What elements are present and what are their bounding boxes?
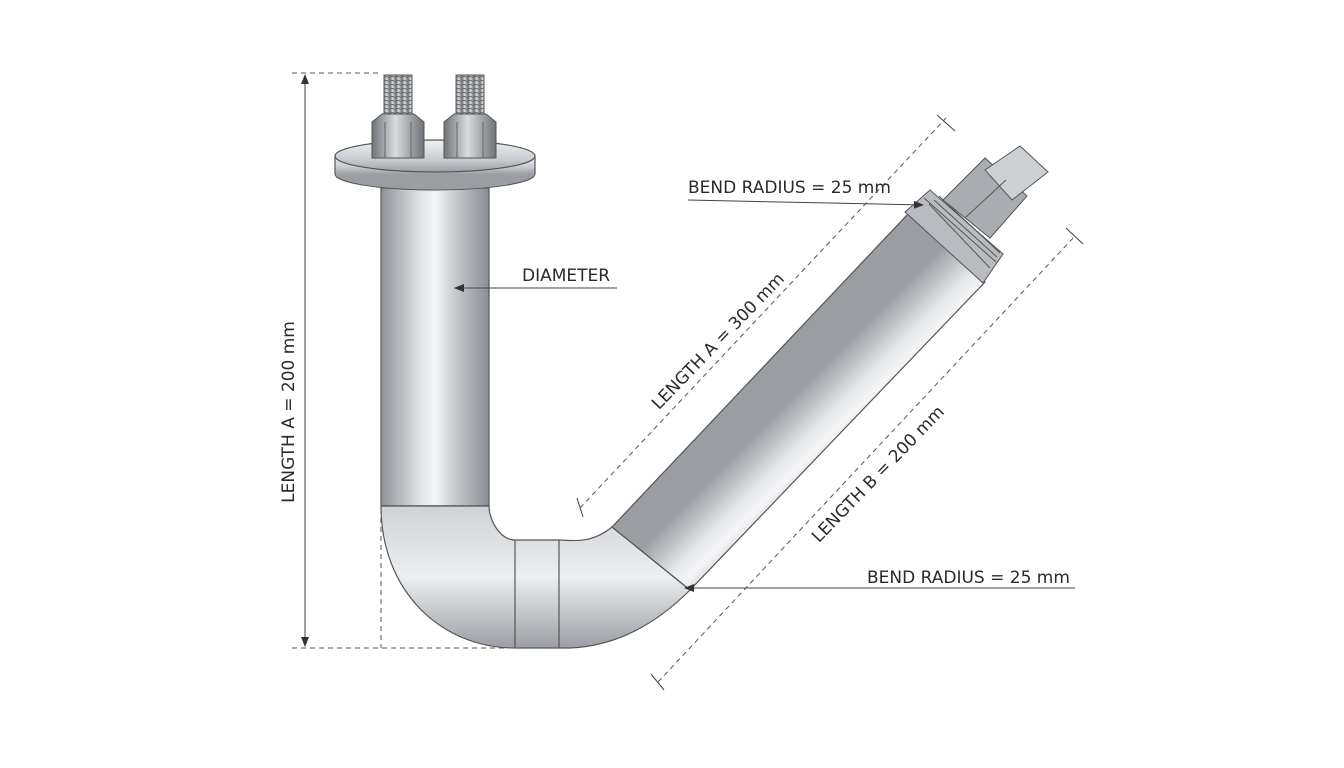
elbow-body xyxy=(380,505,691,649)
top-flange xyxy=(334,139,536,191)
bolt-right xyxy=(443,74,497,159)
diameter-label: DIAMETER xyxy=(522,266,610,286)
pipe-elbow xyxy=(380,505,691,649)
bend-radius-bottom-callout: BEND RADIUS = 25 mm xyxy=(684,568,1075,592)
bend-radius-bottom-label: BEND RADIUS = 25 mm xyxy=(867,568,1070,588)
threaded-ring xyxy=(904,189,1004,284)
diameter-callout: DIAMETER xyxy=(454,266,617,292)
bend-radius-top-callout: BEND RADIUS = 25 mm xyxy=(687,178,924,209)
end-fitting-hex xyxy=(984,145,1049,201)
length-a-vertical-label: LENGTH A = 200 mm xyxy=(279,321,299,503)
bend-radius-top-label: BEND RADIUS = 25 mm xyxy=(688,178,891,198)
pipe-diagonal-segment xyxy=(611,145,1049,591)
bolt-left xyxy=(371,74,425,159)
pipe-vertical-segment xyxy=(380,187,490,507)
vertical-length-dimension: LENGTH A = 200 mm xyxy=(279,72,505,649)
